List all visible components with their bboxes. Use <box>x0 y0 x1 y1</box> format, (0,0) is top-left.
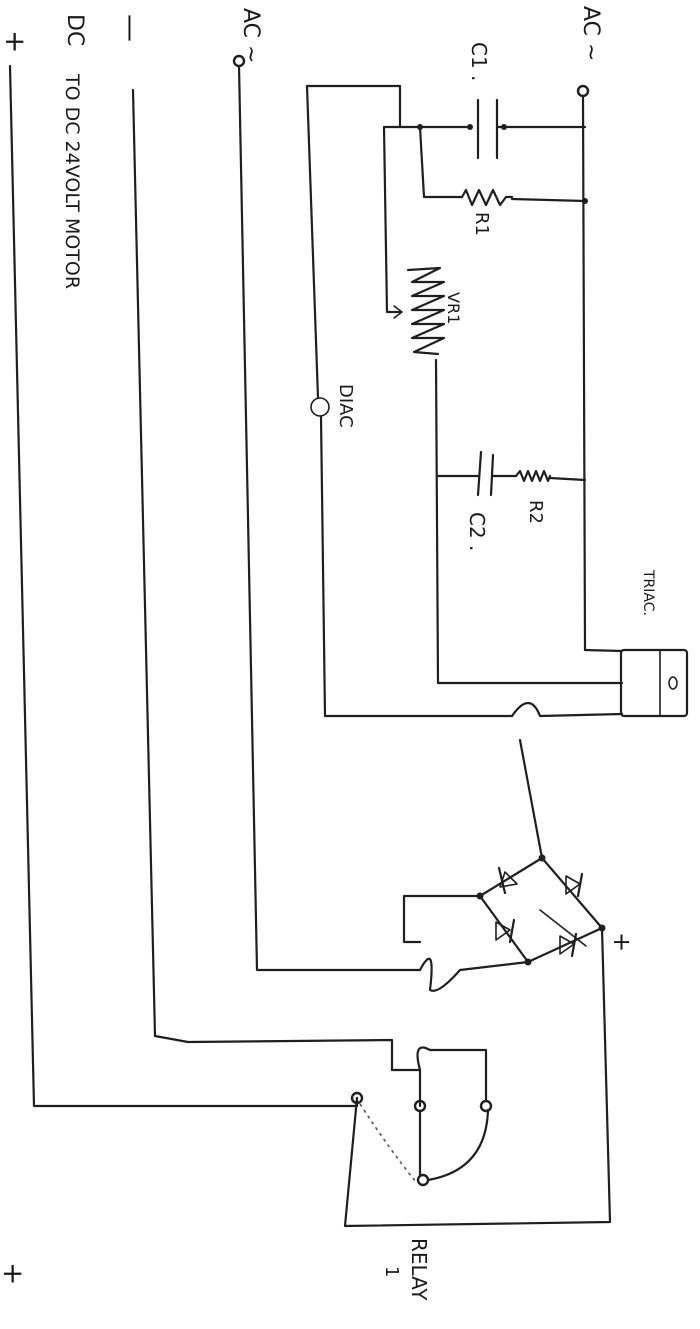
diac-label: DIAC <box>335 384 356 428</box>
vr1-resistor <box>406 266 446 356</box>
r1-right-wire <box>510 197 587 203</box>
r1-label: R1 <box>471 212 492 236</box>
dc-label: DC <box>62 14 87 46</box>
r1-left-wire <box>418 125 464 199</box>
dc-minus-to-relay-wire <box>153 1034 422 1108</box>
vr1-wiper-arrow <box>393 305 403 319</box>
bridge-inner-diagonal <box>539 909 587 947</box>
c1-label: C1 . <box>467 42 491 81</box>
bridge-plus-to-relay <box>343 926 612 1228</box>
bridge-diode-2 <box>565 872 584 898</box>
node-c1-right <box>501 124 507 130</box>
relay-armature-dashed <box>359 1103 417 1183</box>
r2-label: R2 <box>525 500 546 524</box>
vr1-wiper-wire <box>382 125 402 314</box>
triac-body <box>619 648 689 718</box>
triac-label: TRIAC. <box>640 569 656 616</box>
ac-right-terminal <box>576 84 590 98</box>
node-c1-left <box>467 124 473 130</box>
triac-mount-hole <box>668 676 678 690</box>
relay-wire-hop <box>416 1046 432 1072</box>
c2-label: C2 . <box>465 512 489 551</box>
ac-left-label: AC ~ <box>238 8 263 63</box>
triac-wire-hop <box>510 701 624 718</box>
vr1-label: VR1 <box>444 292 463 324</box>
bridge-left-loop <box>402 894 482 944</box>
bridge-diode-3 <box>495 918 516 944</box>
c2-plate-right <box>489 453 495 497</box>
relay-no-wire <box>428 1048 488 1103</box>
r2-right-wire <box>548 476 587 482</box>
diac-rail-upper <box>305 84 320 400</box>
bridge-diode-1 <box>497 866 518 895</box>
ac-left-hop <box>418 957 530 992</box>
relay-coil-arc <box>426 1108 490 1182</box>
plus-top-label: + <box>0 30 32 53</box>
diac-symbol <box>310 397 330 417</box>
diac-rail-top <box>305 84 402 129</box>
relay-no-terminal <box>479 1099 493 1113</box>
bridge-node-top <box>538 854 546 862</box>
relay-number-label: 1 <box>381 1266 402 1277</box>
dc-plus-to-relay-wire <box>32 1096 359 1108</box>
ac-right-rail <box>581 94 587 652</box>
diac-rail-lower <box>319 415 327 718</box>
dc-plus-rail <box>8 64 36 1108</box>
minus-label: — <box>115 14 148 42</box>
r2-resistor <box>514 469 552 483</box>
ac-right-label: AC ~ <box>578 6 603 61</box>
ac-left-rail <box>237 64 422 972</box>
r1-resistor <box>460 188 514 207</box>
ac-right-to-triac <box>583 648 624 653</box>
vr1-lower-wire <box>434 358 440 685</box>
bridge-plus-label: + <box>608 932 636 952</box>
motor-label: TO DC 24VOLT MOTOR <box>61 73 83 289</box>
relay-label: RELAY <box>407 1238 431 1301</box>
relay-common-terminal <box>350 1091 364 1105</box>
bridge-node-bottom <box>524 958 532 966</box>
plus-bottom-label: + <box>0 1262 30 1285</box>
triac-to-bridge-wire <box>518 738 544 860</box>
c2-plate-left <box>476 450 483 497</box>
dc-minus-rail <box>131 88 157 1038</box>
